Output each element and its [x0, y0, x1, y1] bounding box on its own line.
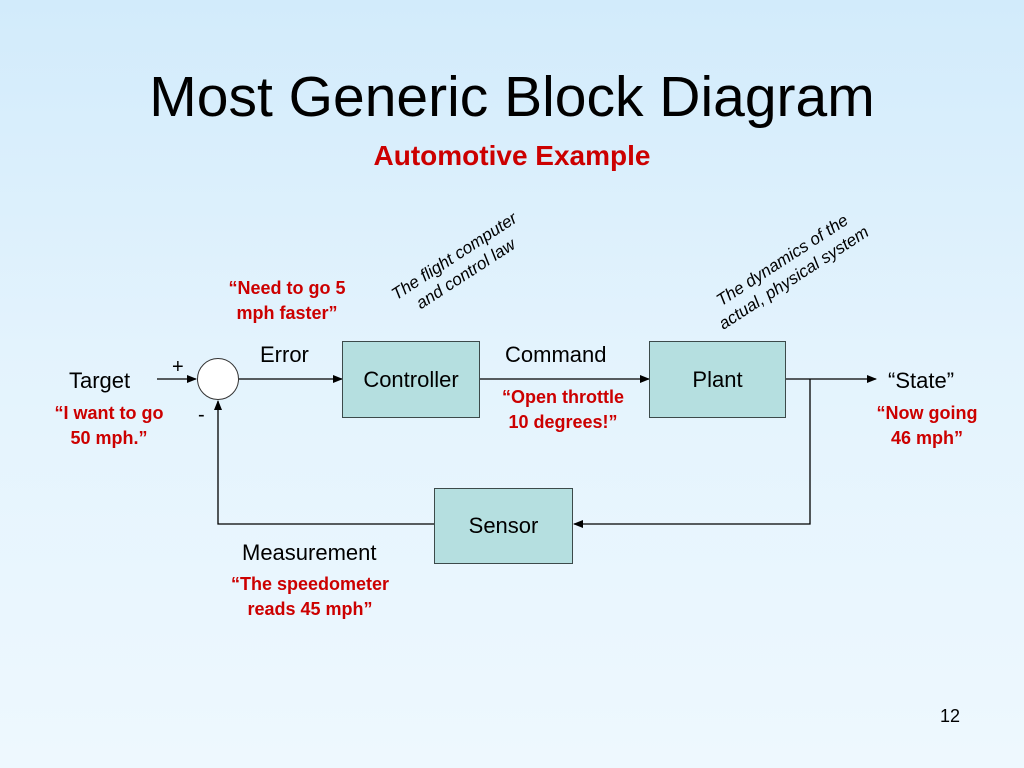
plant-block: Plant — [649, 341, 786, 418]
slide-subtitle: Automotive Example — [373, 140, 651, 171]
state-label: “State” — [888, 368, 955, 393]
command-example-line1: “Open throttle — [502, 387, 624, 407]
controller-block: Controller — [342, 341, 480, 418]
target-example-line2: 50 mph.” — [70, 428, 148, 448]
page-number: 12 — [940, 706, 961, 726]
state-example: “Now going 46 mph” — [842, 401, 1012, 451]
target-example: “I want to go 50 mph.” — [24, 401, 194, 451]
target-example-line1: “I want to go — [54, 403, 164, 423]
command-example: “Open throttle 10 degrees!” — [478, 385, 648, 435]
measurement-example: “The speedometer reads 45 mph” — [220, 572, 400, 622]
command-label: Command — [505, 342, 607, 367]
error-label: Error — [260, 342, 309, 367]
measurement-feedback-wire — [214, 400, 434, 525]
feedback-to-sensor-wire — [573, 379, 811, 528]
command-example-line2: 10 degrees!” — [508, 412, 618, 432]
error-example: “Need to go 5 mph faster” — [202, 276, 372, 326]
state-example-line2: 46 mph” — [890, 428, 964, 448]
state-example-line1: “Now going — [876, 403, 978, 423]
error-example-line1: “Need to go 5 — [228, 278, 346, 298]
sensor-block: Sensor — [434, 488, 573, 564]
summing-junction — [197, 358, 239, 400]
minus-sign: - — [198, 404, 205, 426]
measurement-example-line1: “The speedometer — [230, 574, 390, 594]
target-label: Target — [69, 368, 131, 393]
plus-sign: + — [172, 356, 184, 378]
error-example-line2: mph faster” — [236, 303, 338, 323]
measurement-label: Measurement — [242, 540, 377, 565]
measurement-example-line2: reads 45 mph” — [247, 599, 373, 619]
slide-title: Most Generic Block Diagram — [149, 65, 875, 129]
